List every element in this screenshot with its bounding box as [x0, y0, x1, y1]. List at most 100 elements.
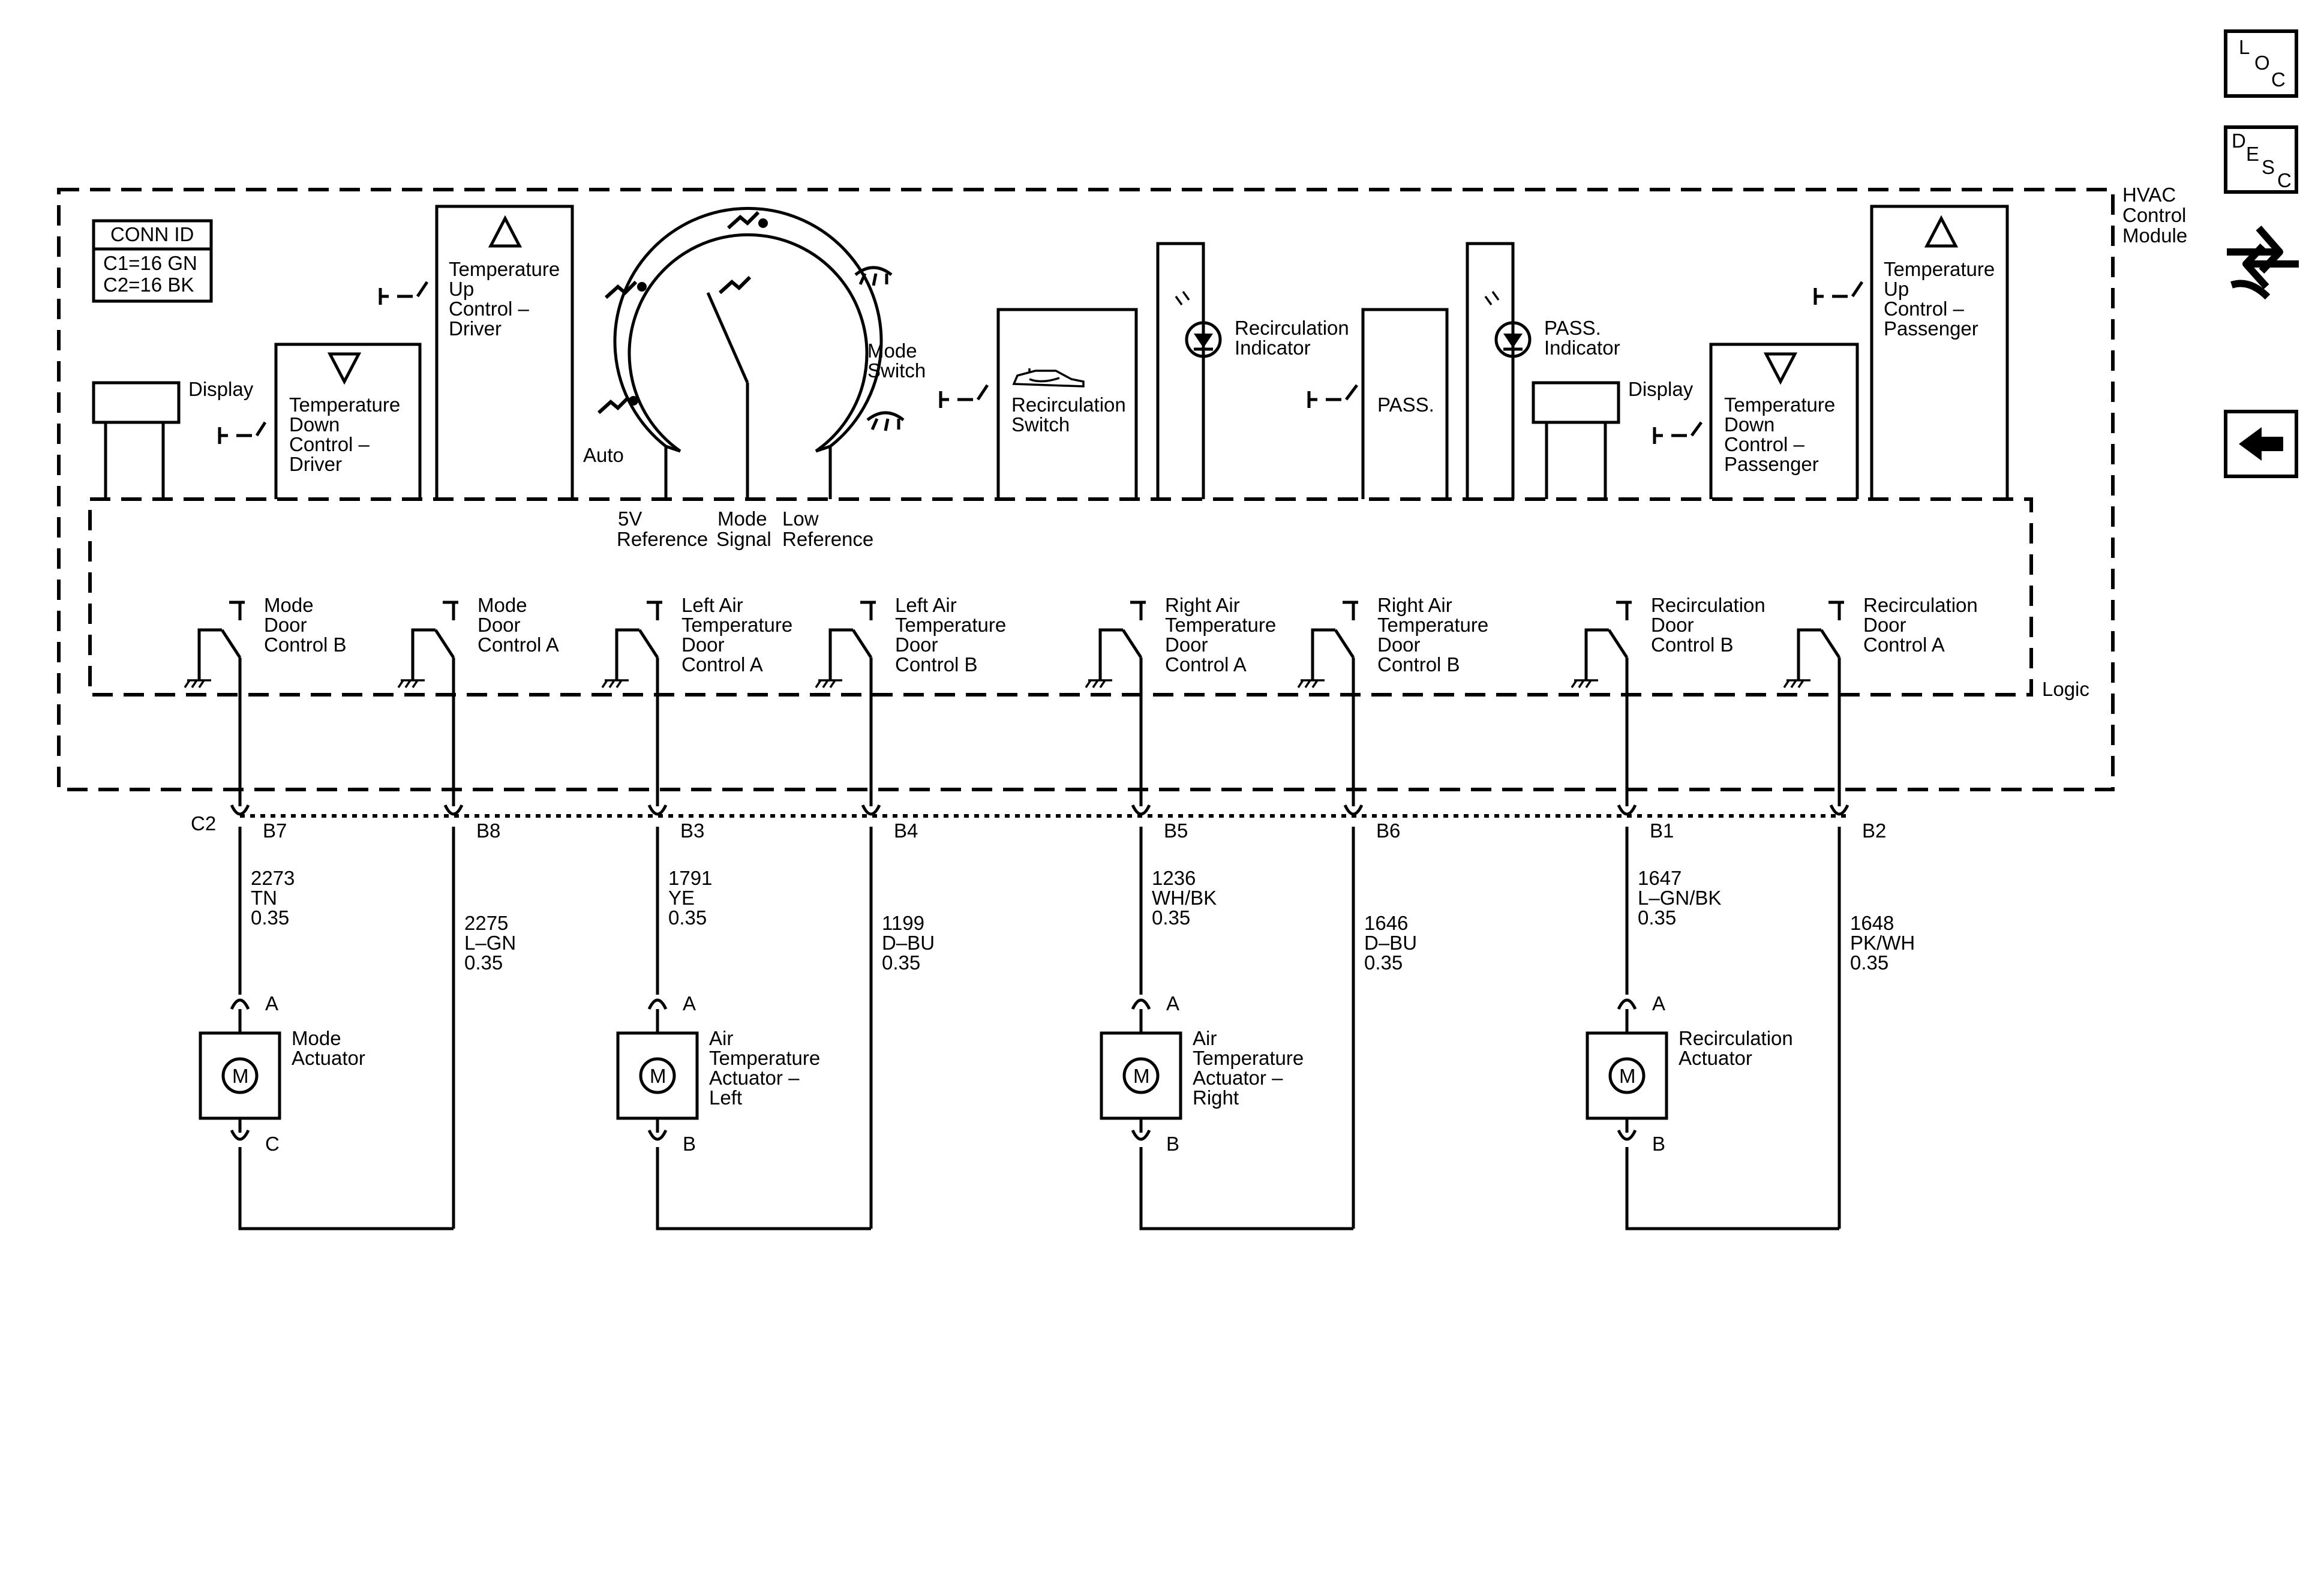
driver-label: Temperature — [1377, 614, 1488, 636]
led-icon — [1484, 290, 1532, 358]
driver-label: Recirculation — [1651, 594, 1765, 616]
driver-label: Door — [1165, 634, 1208, 656]
temp-up-passenger: Temperature Up Control – Passenger — [1813, 205, 2009, 499]
driver-label: Left Air — [681, 594, 743, 616]
wire-gauge: 0.35 — [1850, 951, 1888, 974]
svg-text:D: D — [2232, 130, 2246, 152]
svg-text:Temperature: Temperature — [1724, 394, 1835, 416]
svg-text:Down: Down — [1724, 413, 1774, 436]
temp-up-driver: Temperature Up Control – Driver — [379, 205, 574, 499]
wire-circuit: 2273 — [251, 867, 295, 889]
pin-label: B2 — [1862, 819, 1886, 842]
actuator-pin: C — [265, 1133, 280, 1155]
svg-text:Display: Display — [188, 378, 254, 400]
svg-text:HVAC: HVAC — [2122, 184, 2176, 206]
loc-button[interactable]: L O C — [2224, 29, 2298, 98]
driver-label: Temperature — [1165, 614, 1276, 636]
mode-switch: Mode Switch Auto 5V Reference Mode Signa… — [583, 206, 926, 550]
wire-gauge: 0.35 — [1364, 951, 1403, 974]
temp-down-passenger: Temperature Down Control – Passenger — [1653, 343, 1859, 499]
actuator-pin: B — [683, 1133, 696, 1155]
motor-icon: M — [232, 1065, 249, 1087]
driver-label: Door — [264, 614, 307, 636]
svg-text:Temperature: Temperature — [449, 258, 560, 280]
svg-text:Temperature: Temperature — [289, 394, 400, 416]
pass-indicator: PASS. Indicator — [1466, 242, 1620, 499]
svg-text:C1=16 GN: C1=16 GN — [103, 252, 197, 274]
driver-label: Control A — [1165, 653, 1247, 676]
conn-id-box: CONN ID C1=16 GN C2=16 BK — [92, 219, 213, 303]
back-arrow-icon — [2239, 427, 2283, 461]
driver-label: Control B — [264, 634, 347, 656]
svg-text:Control: Control — [2122, 204, 2186, 226]
driver-label: Temperature — [681, 614, 792, 636]
svg-text:Indicator: Indicator — [1235, 337, 1311, 359]
defrost-icon — [854, 266, 905, 431]
svg-text:Switch: Switch — [867, 359, 926, 382]
recirc-switch: Recirculation Switch — [939, 308, 1138, 499]
actuator-label: Recirculation — [1679, 1027, 1793, 1049]
svg-text:Driver: Driver — [289, 453, 342, 475]
wire-gauge: 0.35 — [882, 951, 920, 974]
svg-text:Control –: Control – — [449, 298, 530, 320]
driver-label: Right Air — [1377, 594, 1452, 616]
wire-circuit: 1199 — [882, 912, 924, 934]
driver-label: Door — [478, 614, 521, 636]
pin-label: B4 — [894, 819, 918, 842]
svg-text:O: O — [2254, 52, 2270, 74]
triangle-down-icon — [327, 352, 362, 385]
actuator-label: Right — [1193, 1086, 1239, 1109]
driver-label: Control B — [1377, 653, 1460, 676]
led-icon — [1175, 290, 1222, 358]
actuator-label: Temperature — [1193, 1047, 1304, 1069]
svg-text:5V: 5V — [618, 508, 642, 530]
wire-circuit: 1646 — [1364, 912, 1408, 934]
driver-label: Control A — [478, 634, 559, 656]
svg-text:Display: Display — [1628, 378, 1694, 400]
hvac-module-outline — [57, 188, 2115, 791]
svg-text:Mode: Mode — [717, 508, 767, 530]
actuator-label: Air — [1193, 1027, 1217, 1049]
svg-text:Up: Up — [1884, 278, 1909, 300]
actuator-pin: A — [1166, 992, 1179, 1014]
wire-color: D–BU — [882, 932, 935, 954]
back-arrow-button[interactable] — [2224, 410, 2298, 478]
wire-circuit: 1236 — [1152, 867, 1196, 889]
wire-gauge: 0.35 — [251, 906, 289, 929]
desc-button[interactable]: D E S C — [2224, 125, 2298, 194]
motor-icon: M — [650, 1065, 666, 1087]
svg-text:Passenger: Passenger — [1884, 317, 1978, 340]
svg-text:C: C — [2277, 169, 2292, 191]
wire-circuit: 1648 — [1850, 912, 1894, 934]
svg-text:Reference: Reference — [782, 528, 873, 550]
svg-text:Mode: Mode — [867, 340, 917, 362]
wire-color: WH/BK — [1152, 887, 1217, 909]
svg-text:S: S — [2262, 156, 2275, 178]
svg-text:CONN ID: CONN ID — [110, 223, 194, 245]
logic-label: Logic — [2042, 678, 2089, 700]
actuator-label: Actuator – — [709, 1067, 800, 1089]
recirculation-car-icon — [1012, 368, 1085, 388]
triangle-up-icon — [1924, 215, 1959, 248]
pin-label: B5 — [1164, 819, 1188, 842]
svg-text:E: E — [2246, 143, 2259, 165]
svg-text:Control –: Control – — [1724, 433, 1805, 455]
driver-label: Control A — [1863, 634, 1945, 656]
driver-label: Right Air — [1165, 594, 1240, 616]
pass-switch: PASS. — [1307, 308, 1449, 499]
wrench-connector-icon[interactable] — [2227, 226, 2299, 300]
pin-label: B1 — [1650, 819, 1674, 842]
wire-color: L–GN — [464, 932, 516, 954]
svg-text:Reference: Reference — [617, 528, 708, 550]
wire-color: PK/WH — [1850, 932, 1915, 954]
svg-text:Switch: Switch — [1011, 413, 1070, 436]
svg-text:Signal: Signal — [716, 528, 771, 550]
wire-circuit: 1647 — [1638, 867, 1682, 889]
pin-label: B6 — [1376, 819, 1400, 842]
driver-label: Temperature — [895, 614, 1006, 636]
actuator-pin: B — [1652, 1133, 1665, 1155]
svg-text:L: L — [2239, 36, 2250, 58]
